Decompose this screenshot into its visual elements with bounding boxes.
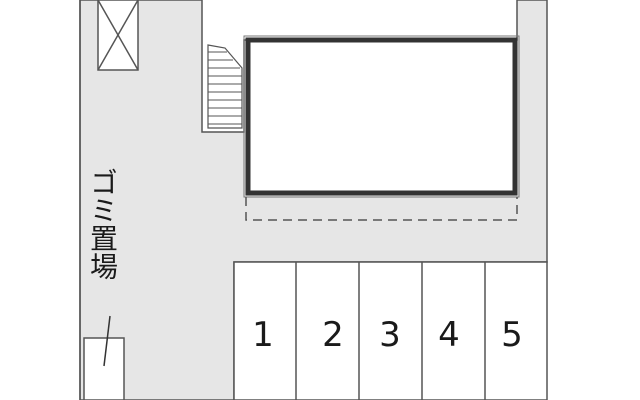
crossed-box-marker (97, 0, 139, 71)
parking-space-number: 2 (322, 315, 344, 355)
balcony-dashed-outline (245, 197, 518, 221)
parking-area (233, 261, 548, 400)
garbage-area-leader-line (103, 315, 111, 367)
parking-space-number: 4 (438, 315, 460, 355)
staircase (207, 44, 243, 129)
building (245, 37, 518, 196)
building-outer-line (243, 35, 520, 198)
parking-space-number: 3 (379, 315, 401, 355)
garbage-area-box (83, 337, 125, 400)
parking-space-number: 5 (501, 315, 523, 355)
garbage-area-label: ゴミ置場 (86, 168, 119, 280)
parking-space-number: 1 (252, 315, 274, 355)
